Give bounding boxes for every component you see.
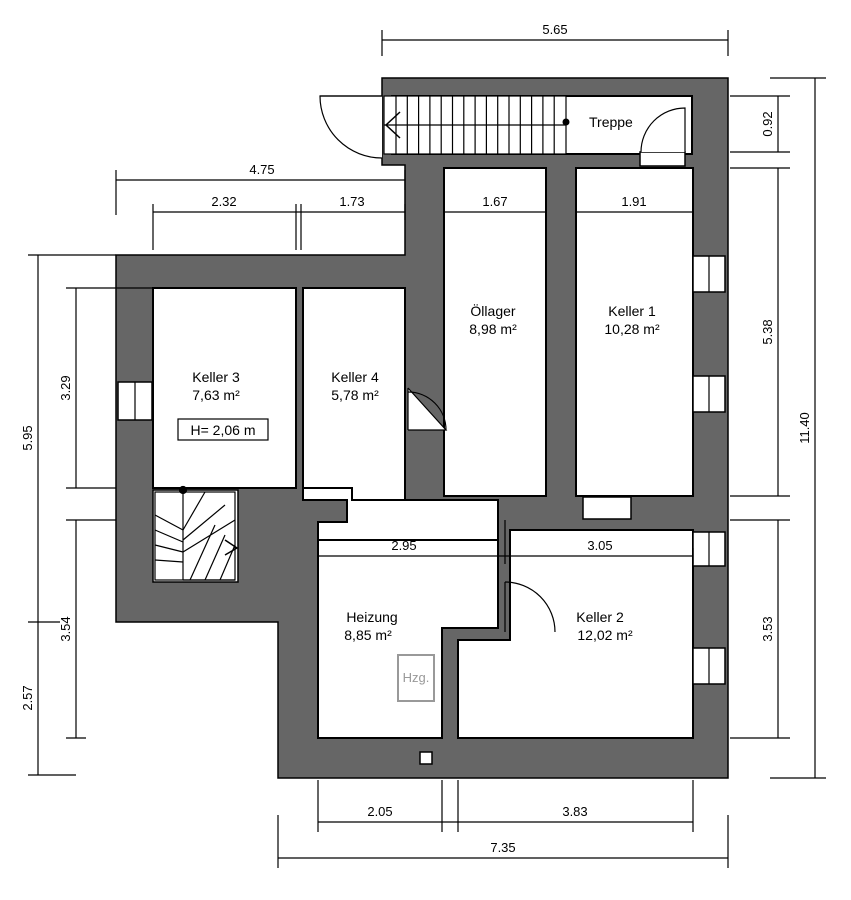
heizung-name: Heizung [346, 609, 397, 625]
treppe-name: Treppe [589, 114, 633, 130]
dim-heizung-width: 2.95 [391, 538, 416, 553]
dim-left-595: 5.95 [20, 425, 35, 450]
dim-475: 4.75 [249, 162, 274, 177]
window [639, 151, 686, 167]
heating-unit-label: Hzg. [403, 670, 430, 685]
dim-keller1-width: 1.91 [621, 194, 646, 209]
dim-right-092: 0.92 [760, 111, 775, 136]
floor-drain [419, 751, 433, 765]
keller1-name: Keller 1 [608, 303, 656, 319]
dim-bottom-total: 7.35 [490, 840, 515, 855]
dim-bottom-383: 3.83 [562, 804, 587, 819]
window [582, 496, 632, 520]
dim-right-353: 3.53 [760, 616, 775, 641]
keller3-area: 7,63 m² [192, 387, 240, 403]
dim-top-width: 5.65 [542, 22, 567, 37]
keller4-area: 5,78 m² [331, 387, 379, 403]
top-staircase [383, 95, 570, 155]
dim-right-total: 11.40 [797, 412, 812, 444]
dim-left-354: 3.54 [58, 616, 73, 641]
keller2-area: 12,02 m² [577, 627, 633, 643]
dim-232: 2.32 [211, 194, 236, 209]
dim-left-329: 3.29 [58, 375, 73, 400]
keller1-area: 10,28 m² [604, 321, 660, 337]
heizung-area: 8,85 m² [344, 627, 392, 643]
dim-oellager-width: 1.67 [482, 194, 507, 209]
lower-staircase [154, 485, 239, 581]
dim-keller2-width: 3.05 [587, 538, 612, 553]
keller4-name: Keller 4 [331, 369, 379, 385]
oellager-area: 8,98 m² [469, 321, 517, 337]
dim-left-257: 2.57 [20, 685, 35, 710]
dim-173: 1.73 [339, 194, 364, 209]
keller2-name: Keller 2 [576, 609, 624, 625]
keller3-height: H= 2,06 m [191, 422, 256, 438]
dim-bottom-205: 2.05 [367, 804, 392, 819]
room-labels: Keller 3 7,63 m² H= 2,06 m Keller 4 5,78… [177, 114, 660, 643]
windows [117, 151, 726, 765]
doors [297, 95, 686, 633]
heating-unit: Hzg. [397, 654, 435, 702]
keller3-name: Keller 3 [192, 369, 240, 385]
dim-right-538: 5.38 [760, 319, 775, 344]
dimension-lines: 5.65 4.75 2.32 1.73 1.67 1.91 2.95 3.05 [20, 22, 826, 868]
oellager-name: Öllager [470, 302, 515, 319]
